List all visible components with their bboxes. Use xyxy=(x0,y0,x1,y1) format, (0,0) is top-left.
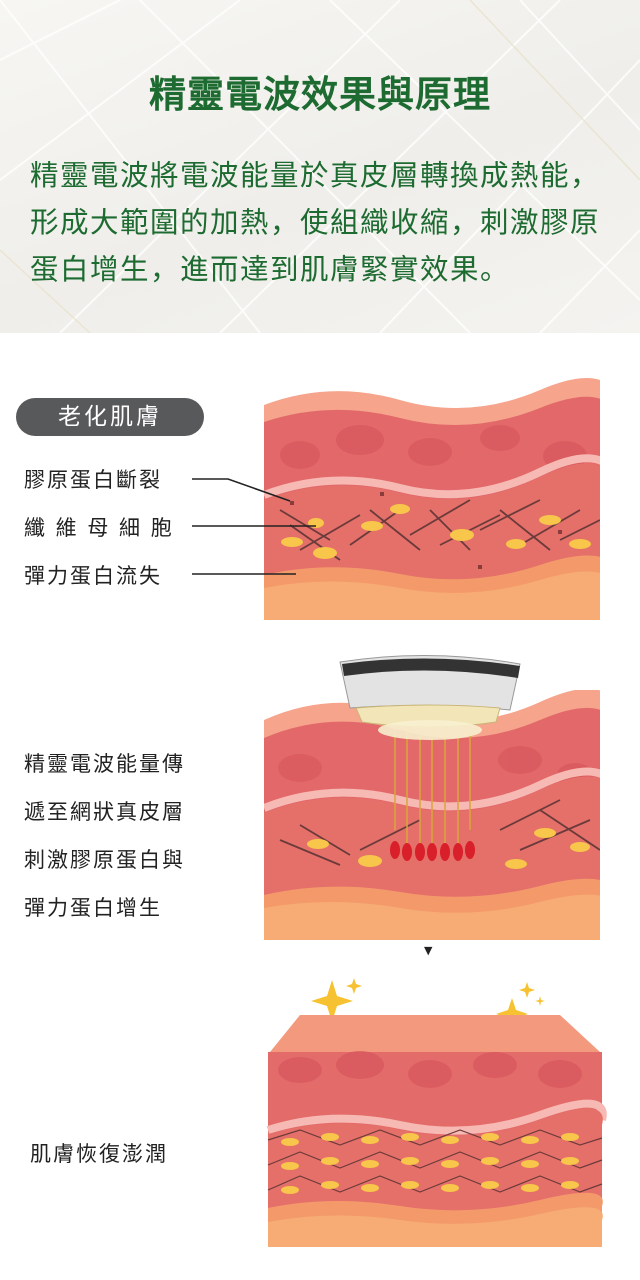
restored-skin-label: 肌膚恢復澎潤 xyxy=(30,1142,168,1166)
header-section: 精靈電波效果與原理 精靈電波將電波能量於真皮層轉換成熱能，形成大範圍的加熱，使組… xyxy=(0,0,640,333)
rf-probe-device xyxy=(339,655,521,740)
rf-treatment-illustration xyxy=(264,655,600,940)
restored-skin-illustration xyxy=(266,978,607,1247)
intro-paragraph: 精靈電波將電波能量於真皮層轉換成熱能，形成大範圍的加熱，使組織收縮，刺激膠原蛋白… xyxy=(30,159,601,286)
label-collagen-broken: 膠原蛋白斷裂 xyxy=(24,468,162,492)
treatment-line-1: 精靈電波能量傳 xyxy=(24,752,185,776)
treatment-line-3: 刺激膠原蛋白與 xyxy=(24,848,185,872)
page-title: 精靈電波效果與原理 xyxy=(149,72,491,116)
geometric-background xyxy=(0,0,640,333)
aging-skin-badge: 老化肌膚 xyxy=(16,398,204,436)
down-arrow-icon: ▼ xyxy=(424,944,433,957)
label-fibroblast: 纖 維 母 細 胞 xyxy=(24,516,174,540)
treatment-line-2: 遞至網狀真皮層 xyxy=(24,800,185,824)
treatment-line-4: 彈力蛋白增生 xyxy=(24,896,162,920)
aging-skin-illustration xyxy=(192,378,600,620)
sparkle-icon xyxy=(311,978,545,1030)
label-elastin-loss: 彈力蛋白流失 xyxy=(24,564,162,588)
